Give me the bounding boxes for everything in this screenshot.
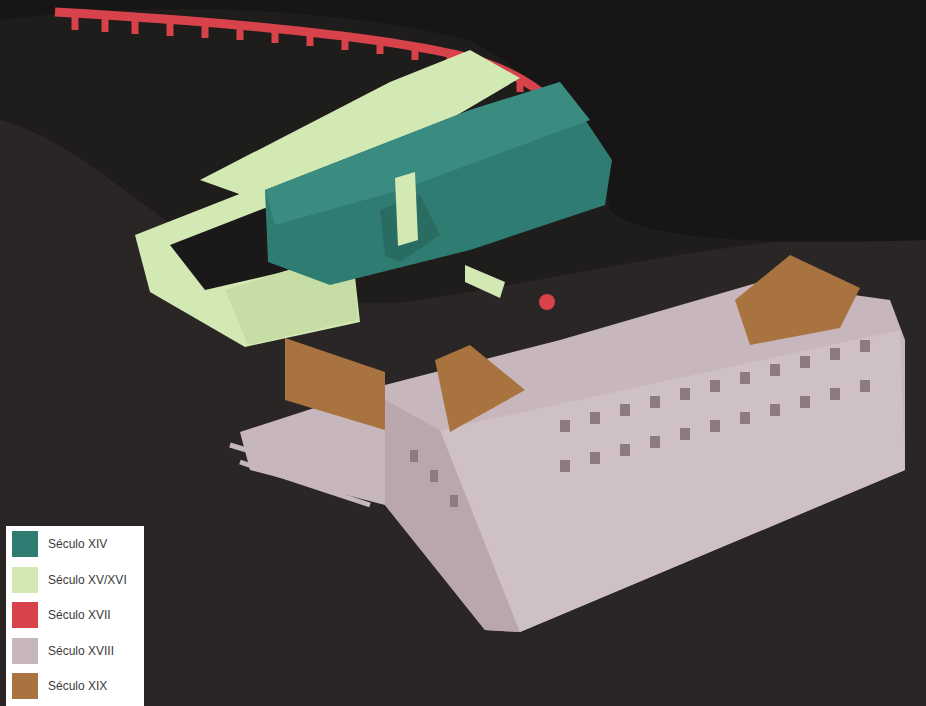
legend-entry: Século XVII (12, 601, 111, 629)
fountain (539, 294, 555, 310)
legend-entry: Século XIX (12, 672, 107, 700)
roofs (285, 255, 860, 432)
legend-label: Século XIX (48, 679, 107, 693)
legend-label: Século XVIII (48, 644, 114, 658)
church (265, 82, 612, 285)
legend-swatch (12, 602, 38, 628)
legend-label: Século XV/XVI (48, 573, 127, 587)
legend-label: Século XVII (48, 608, 111, 622)
legend-swatch (12, 638, 38, 664)
legend-swatch (12, 531, 38, 557)
legend-swatch (12, 673, 38, 699)
legend-entry: Século XIV (12, 530, 107, 558)
legend-entry: Século XVIII (12, 637, 114, 665)
legend-swatch (12, 567, 38, 593)
legend-box: Século XIV Século XV/XVI Século XVII Século… (6, 526, 144, 706)
legend-label: Século XIV (48, 537, 107, 551)
legend-entry: Século XV/XVI (12, 566, 127, 594)
